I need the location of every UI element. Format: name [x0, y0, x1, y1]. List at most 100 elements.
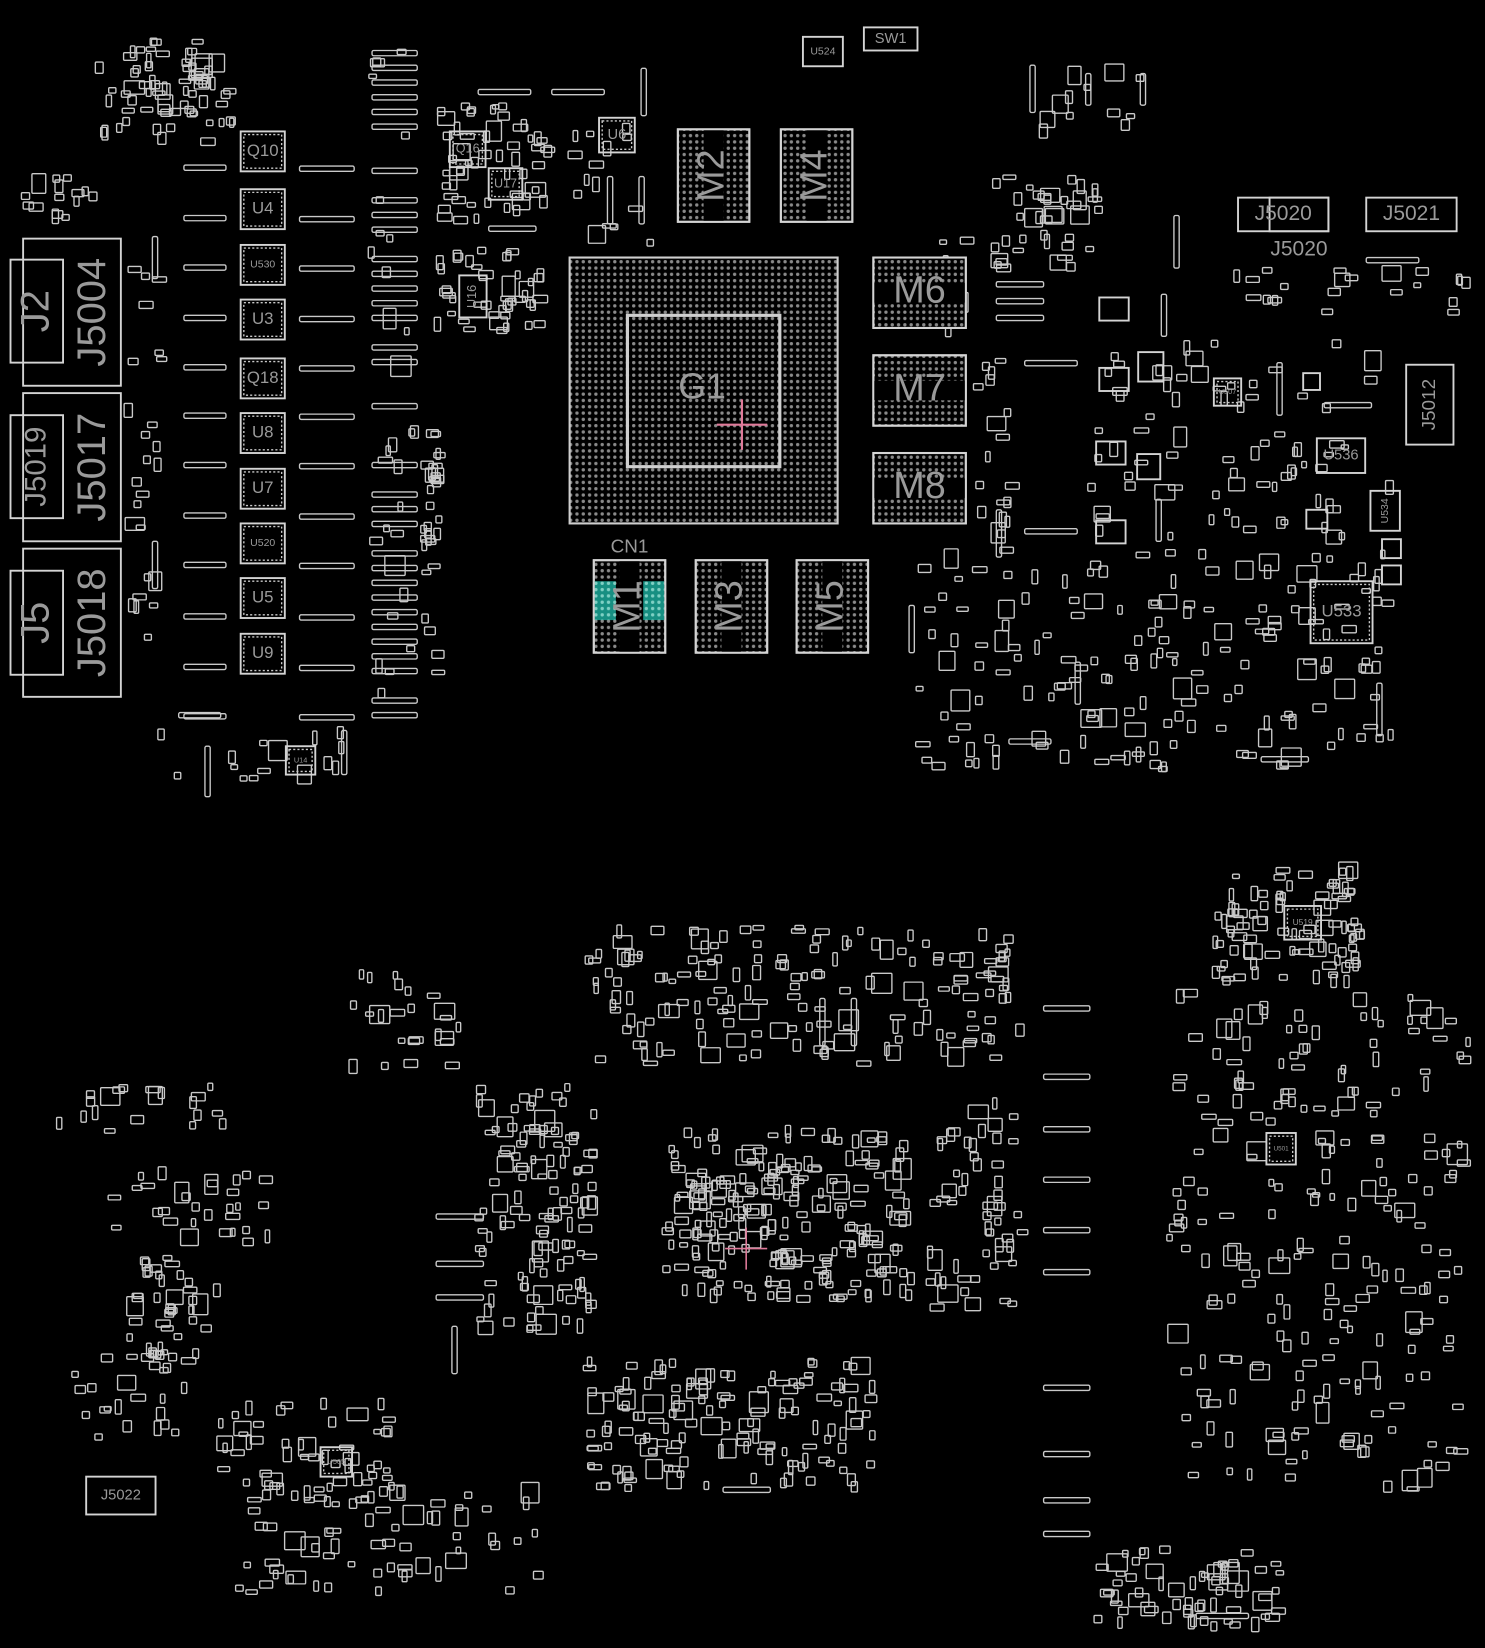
pad[interactable]	[1267, 621, 1282, 631]
pad[interactable]	[1280, 1088, 1290, 1105]
pad[interactable]	[833, 1136, 843, 1145]
pad[interactable]	[533, 131, 542, 147]
pad[interactable]	[91, 1105, 99, 1121]
pad[interactable]	[585, 1301, 592, 1314]
pad[interactable]	[1156, 647, 1164, 659]
pad[interactable]	[698, 960, 718, 981]
pad[interactable]	[973, 757, 980, 769]
pad[interactable]	[953, 1258, 959, 1274]
pad[interactable]	[748, 1391, 770, 1414]
pad[interactable]	[1297, 392, 1309, 400]
pad[interactable]	[1273, 873, 1286, 881]
pad[interactable]	[157, 1206, 171, 1216]
pad[interactable]	[1345, 959, 1361, 968]
component-j5021[interactable]	[1365, 196, 1458, 233]
pad[interactable]	[326, 1482, 333, 1492]
pad[interactable]	[71, 1370, 79, 1378]
pad[interactable]	[1259, 900, 1269, 911]
pad[interactable]	[1298, 1247, 1314, 1254]
pad[interactable]	[884, 1170, 902, 1191]
pad[interactable]	[968, 1137, 978, 1153]
pad[interactable]	[94, 61, 104, 74]
pad[interactable]	[218, 1118, 227, 1130]
pad[interactable]	[269, 1482, 281, 1491]
pad[interactable]	[1231, 516, 1240, 528]
pad[interactable]	[1013, 653, 1022, 662]
pad[interactable]	[148, 1361, 161, 1371]
pad[interactable]	[518, 1213, 531, 1222]
pad[interactable]	[531, 1528, 539, 1538]
pad[interactable]	[548, 1169, 558, 1180]
pad[interactable]	[1167, 531, 1174, 541]
pad[interactable]	[142, 455, 151, 465]
pad[interactable]	[775, 1291, 791, 1300]
pad[interactable]	[556, 1259, 565, 1272]
connector-pad-strip[interactable]	[183, 461, 227, 469]
pad[interactable]	[831, 1247, 838, 1257]
pad[interactable]	[965, 741, 976, 758]
connector-pad-strip[interactable]	[638, 175, 645, 225]
pad[interactable]	[1206, 1564, 1226, 1581]
pad[interactable]	[850, 1356, 871, 1376]
pad[interactable]	[1334, 954, 1341, 966]
pad[interactable]	[377, 1397, 385, 1411]
component-u3[interactable]	[239, 298, 286, 341]
pad[interactable]	[898, 1139, 909, 1153]
pad[interactable]	[195, 74, 209, 85]
pad[interactable]	[454, 1507, 469, 1527]
pad[interactable]	[721, 1421, 731, 1431]
pad[interactable]	[1150, 653, 1158, 669]
component-part[interactable]	[1137, 351, 1165, 383]
pad[interactable]	[71, 188, 85, 198]
pad[interactable]	[1284, 1473, 1297, 1482]
pad[interactable]	[159, 1393, 166, 1404]
pad[interactable]	[242, 1237, 255, 1247]
pad[interactable]	[566, 1216, 573, 1233]
pad[interactable]	[1261, 266, 1273, 274]
pad[interactable]	[581, 1196, 599, 1216]
pad[interactable]	[1400, 1286, 1417, 1294]
connector-pad-strip[interactable]	[183, 663, 227, 671]
pad[interactable]	[1315, 1130, 1335, 1146]
pad[interactable]	[132, 593, 147, 601]
pad[interactable]	[683, 1127, 693, 1139]
pad[interactable]	[666, 1470, 682, 1490]
pad[interactable]	[1257, 728, 1273, 748]
pad[interactable]	[1202, 641, 1209, 656]
pad[interactable]	[532, 1570, 544, 1580]
pad[interactable]	[543, 144, 553, 158]
pad[interactable]	[874, 1253, 891, 1274]
pad[interactable]	[1070, 611, 1085, 620]
pad[interactable]	[1395, 1268, 1405, 1283]
pad[interactable]	[885, 1204, 893, 1219]
pad[interactable]	[546, 1154, 555, 1168]
pad[interactable]	[1263, 564, 1272, 580]
pad[interactable]	[1369, 693, 1381, 701]
pad[interactable]	[1173, 1213, 1184, 1222]
pad[interactable]	[839, 1377, 846, 1394]
pad[interactable]	[1441, 1148, 1451, 1158]
pad[interactable]	[1166, 451, 1179, 459]
pad[interactable]	[425, 501, 435, 511]
pad[interactable]	[1087, 482, 1096, 492]
pad[interactable]	[719, 1217, 727, 1228]
pad[interactable]	[995, 957, 1010, 967]
pad[interactable]	[1150, 599, 1159, 606]
pad[interactable]	[987, 366, 996, 380]
pad[interactable]	[898, 1214, 907, 1228]
pad[interactable]	[262, 1522, 278, 1532]
pad[interactable]	[1238, 1261, 1251, 1271]
pad[interactable]	[1250, 885, 1259, 902]
pad[interactable]	[1215, 1586, 1224, 1596]
pad[interactable]	[1352, 992, 1368, 1008]
pad[interactable]	[198, 95, 209, 109]
pad[interactable]	[1154, 616, 1163, 628]
pad[interactable]	[994, 1237, 1004, 1253]
pad[interactable]	[1371, 660, 1381, 674]
pad[interactable]	[717, 1008, 729, 1015]
pad[interactable]	[758, 1162, 765, 1172]
pad[interactable]	[811, 1195, 832, 1213]
pad[interactable]	[556, 1289, 564, 1302]
pad[interactable]	[698, 1031, 707, 1048]
pad[interactable]	[1321, 1168, 1331, 1185]
